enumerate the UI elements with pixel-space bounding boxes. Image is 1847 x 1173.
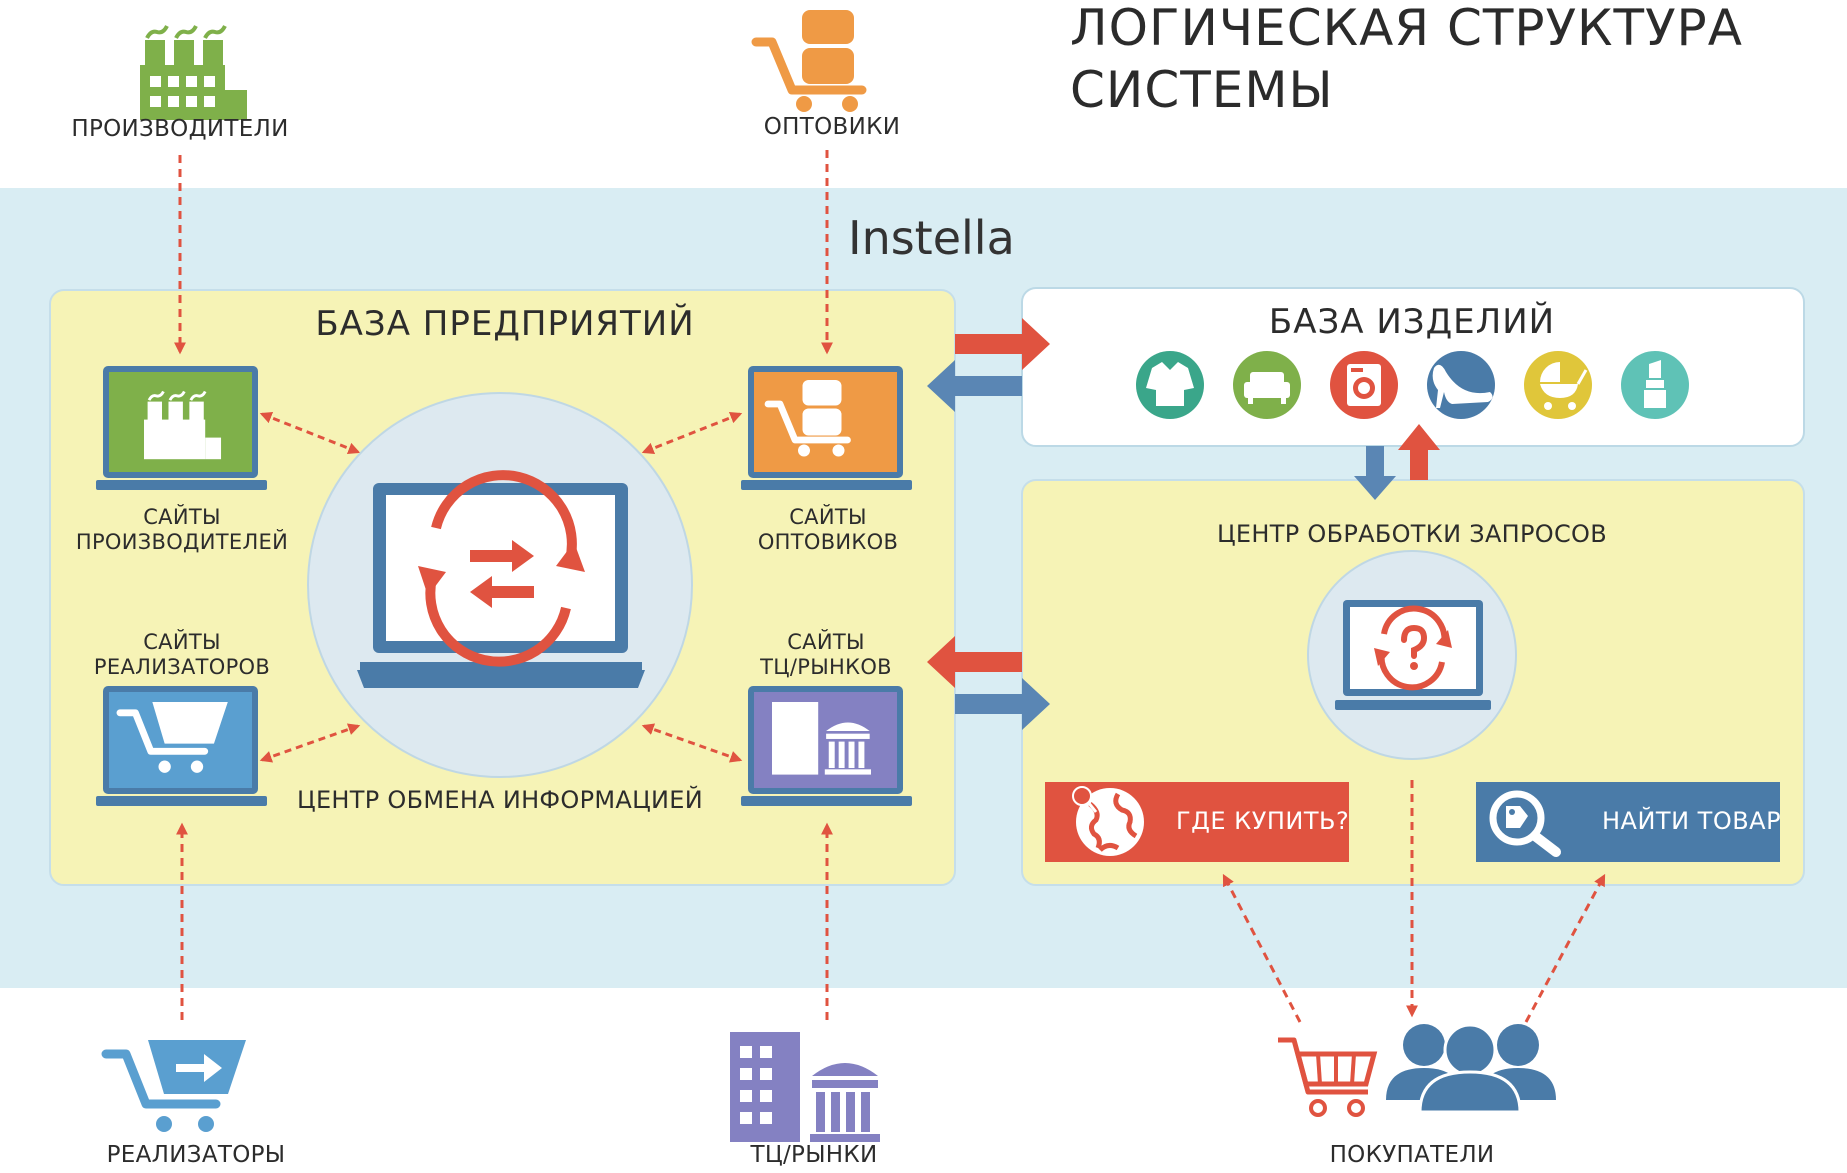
arrow-up-product bbox=[1398, 424, 1440, 480]
internal-links bbox=[259, 411, 743, 763]
sofa-icon bbox=[1233, 351, 1301, 419]
buyers-group-icon bbox=[1386, 1023, 1556, 1114]
product-categories bbox=[1136, 351, 1689, 419]
producer-sites-label: САЙТЫ ПРОИЗВОДИТЕЛЕЙ bbox=[75, 505, 289, 554]
external-links bbox=[174, 150, 1606, 1023]
arrow-from-product-db bbox=[927, 360, 1022, 412]
diagram-title-line2: СИСТЕМЫ bbox=[1070, 61, 1334, 119]
shirt-icon bbox=[1136, 351, 1204, 419]
arrow-to-enterprise-db bbox=[927, 636, 1022, 688]
buyers-label: ПОКУПАТЕЛИ bbox=[1329, 1142, 1495, 1168]
request-center-title: ЦЕНТР ОБРАБОТКИ ЗАПРОСОВ bbox=[1216, 520, 1608, 548]
sync-arrows-icon bbox=[418, 470, 585, 667]
magnifier-tag-icon bbox=[1489, 790, 1561, 857]
arrow-to-request-center bbox=[955, 678, 1050, 730]
mall-buildings-icon bbox=[730, 1032, 880, 1142]
arrow-down-request bbox=[1354, 446, 1396, 500]
mall-sites-laptop bbox=[741, 686, 912, 806]
resellers-label: РЕАЛИЗАТОРЫ bbox=[106, 1142, 286, 1168]
reseller-sites-label: САЙТЫ РЕАЛИЗАТОРОВ bbox=[93, 630, 271, 679]
reseller-cart-icon bbox=[106, 1040, 246, 1132]
question-sync-icon bbox=[1374, 605, 1452, 691]
reseller-sites-laptop bbox=[96, 686, 267, 806]
factory-icon bbox=[138, 24, 249, 122]
baby-stroller-icon bbox=[1524, 351, 1592, 419]
shopping-cart-icon bbox=[1278, 1037, 1378, 1117]
wholesaler-sites-label: САЙТЫ ОПТОВИКОВ bbox=[757, 505, 899, 554]
producer-sites-laptop bbox=[96, 366, 267, 490]
wholesaler-sites-laptop bbox=[741, 366, 912, 490]
wholesalers-label: ОПТОВИКИ bbox=[763, 114, 901, 140]
system-name: Instella bbox=[848, 211, 1015, 265]
high-heel-icon bbox=[1427, 351, 1495, 419]
malls-label: ТЦ/РЫНКИ bbox=[750, 1142, 878, 1168]
product-db-title: БАЗА ИЗДЕЛИЙ bbox=[1268, 302, 1556, 342]
where-to-buy-button[interactable]: ГДЕ КУПИТЬ? bbox=[1176, 807, 1350, 835]
lipstick-icon bbox=[1621, 351, 1689, 419]
exchange-center-label: ЦЕНТР ОБМЕНА ИНФОРМАЦИЕЙ bbox=[297, 786, 703, 814]
arrow-to-product-db bbox=[955, 318, 1050, 370]
producers-label: ПРОИЗВОДИТЕЛИ bbox=[71, 116, 289, 142]
block-arrows bbox=[927, 318, 1440, 730]
find-product-button[interactable]: НАЙТИ ТОВАР bbox=[1602, 807, 1782, 835]
mall-sites-label: САЙТЫ ТЦ/РЫНКОВ bbox=[760, 630, 892, 679]
diagram-title-line1: ЛОГИЧЕСКАЯ СТРУКТУРА bbox=[1070, 0, 1743, 57]
washing-machine-icon bbox=[1330, 351, 1398, 419]
enterprise-db-title: БАЗА ПРЕДПРИЯТИЙ bbox=[315, 304, 695, 344]
globe-pin-icon bbox=[1072, 786, 1144, 856]
wholesale-cart-icon bbox=[756, 10, 862, 112]
